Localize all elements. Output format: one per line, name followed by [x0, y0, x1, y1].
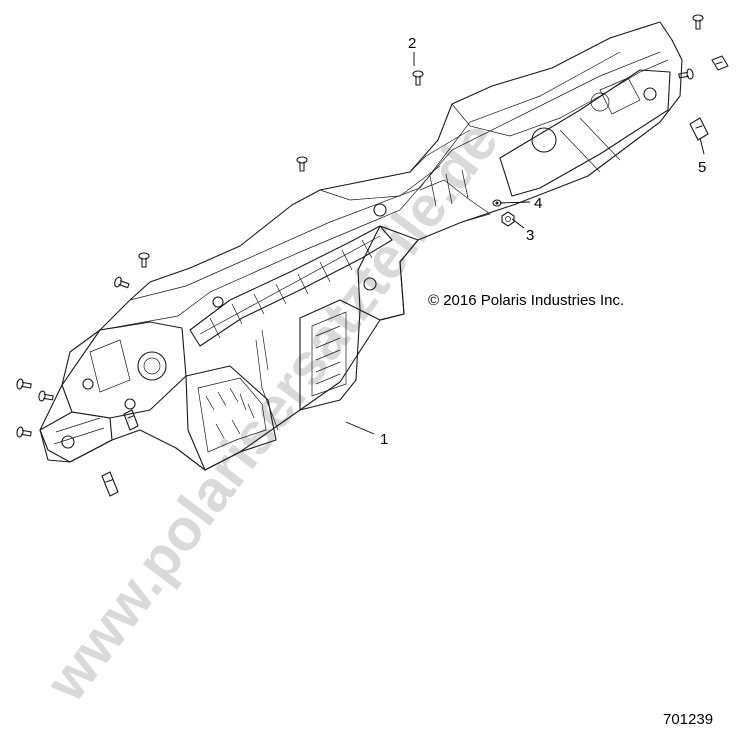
- callout-1: 1: [380, 431, 388, 448]
- watermark: www.polarisersatzteile.de: [33, 109, 511, 714]
- dash-panel: [39, 21, 683, 471]
- copyright-notice: © 2016 Polaris Industries Inc.: [428, 292, 624, 309]
- screw-parts: [16, 14, 704, 438]
- washer-and-nut-parts: [492, 199, 515, 227]
- clip-nut-parts: [101, 55, 729, 497]
- callout-3: 3: [526, 227, 534, 244]
- callout-5: 5: [698, 159, 706, 176]
- callout-4: 4: [534, 195, 542, 212]
- leader-lines: [345, 52, 705, 435]
- figure-id: 701239: [663, 711, 713, 728]
- callout-2: 2: [408, 35, 416, 52]
